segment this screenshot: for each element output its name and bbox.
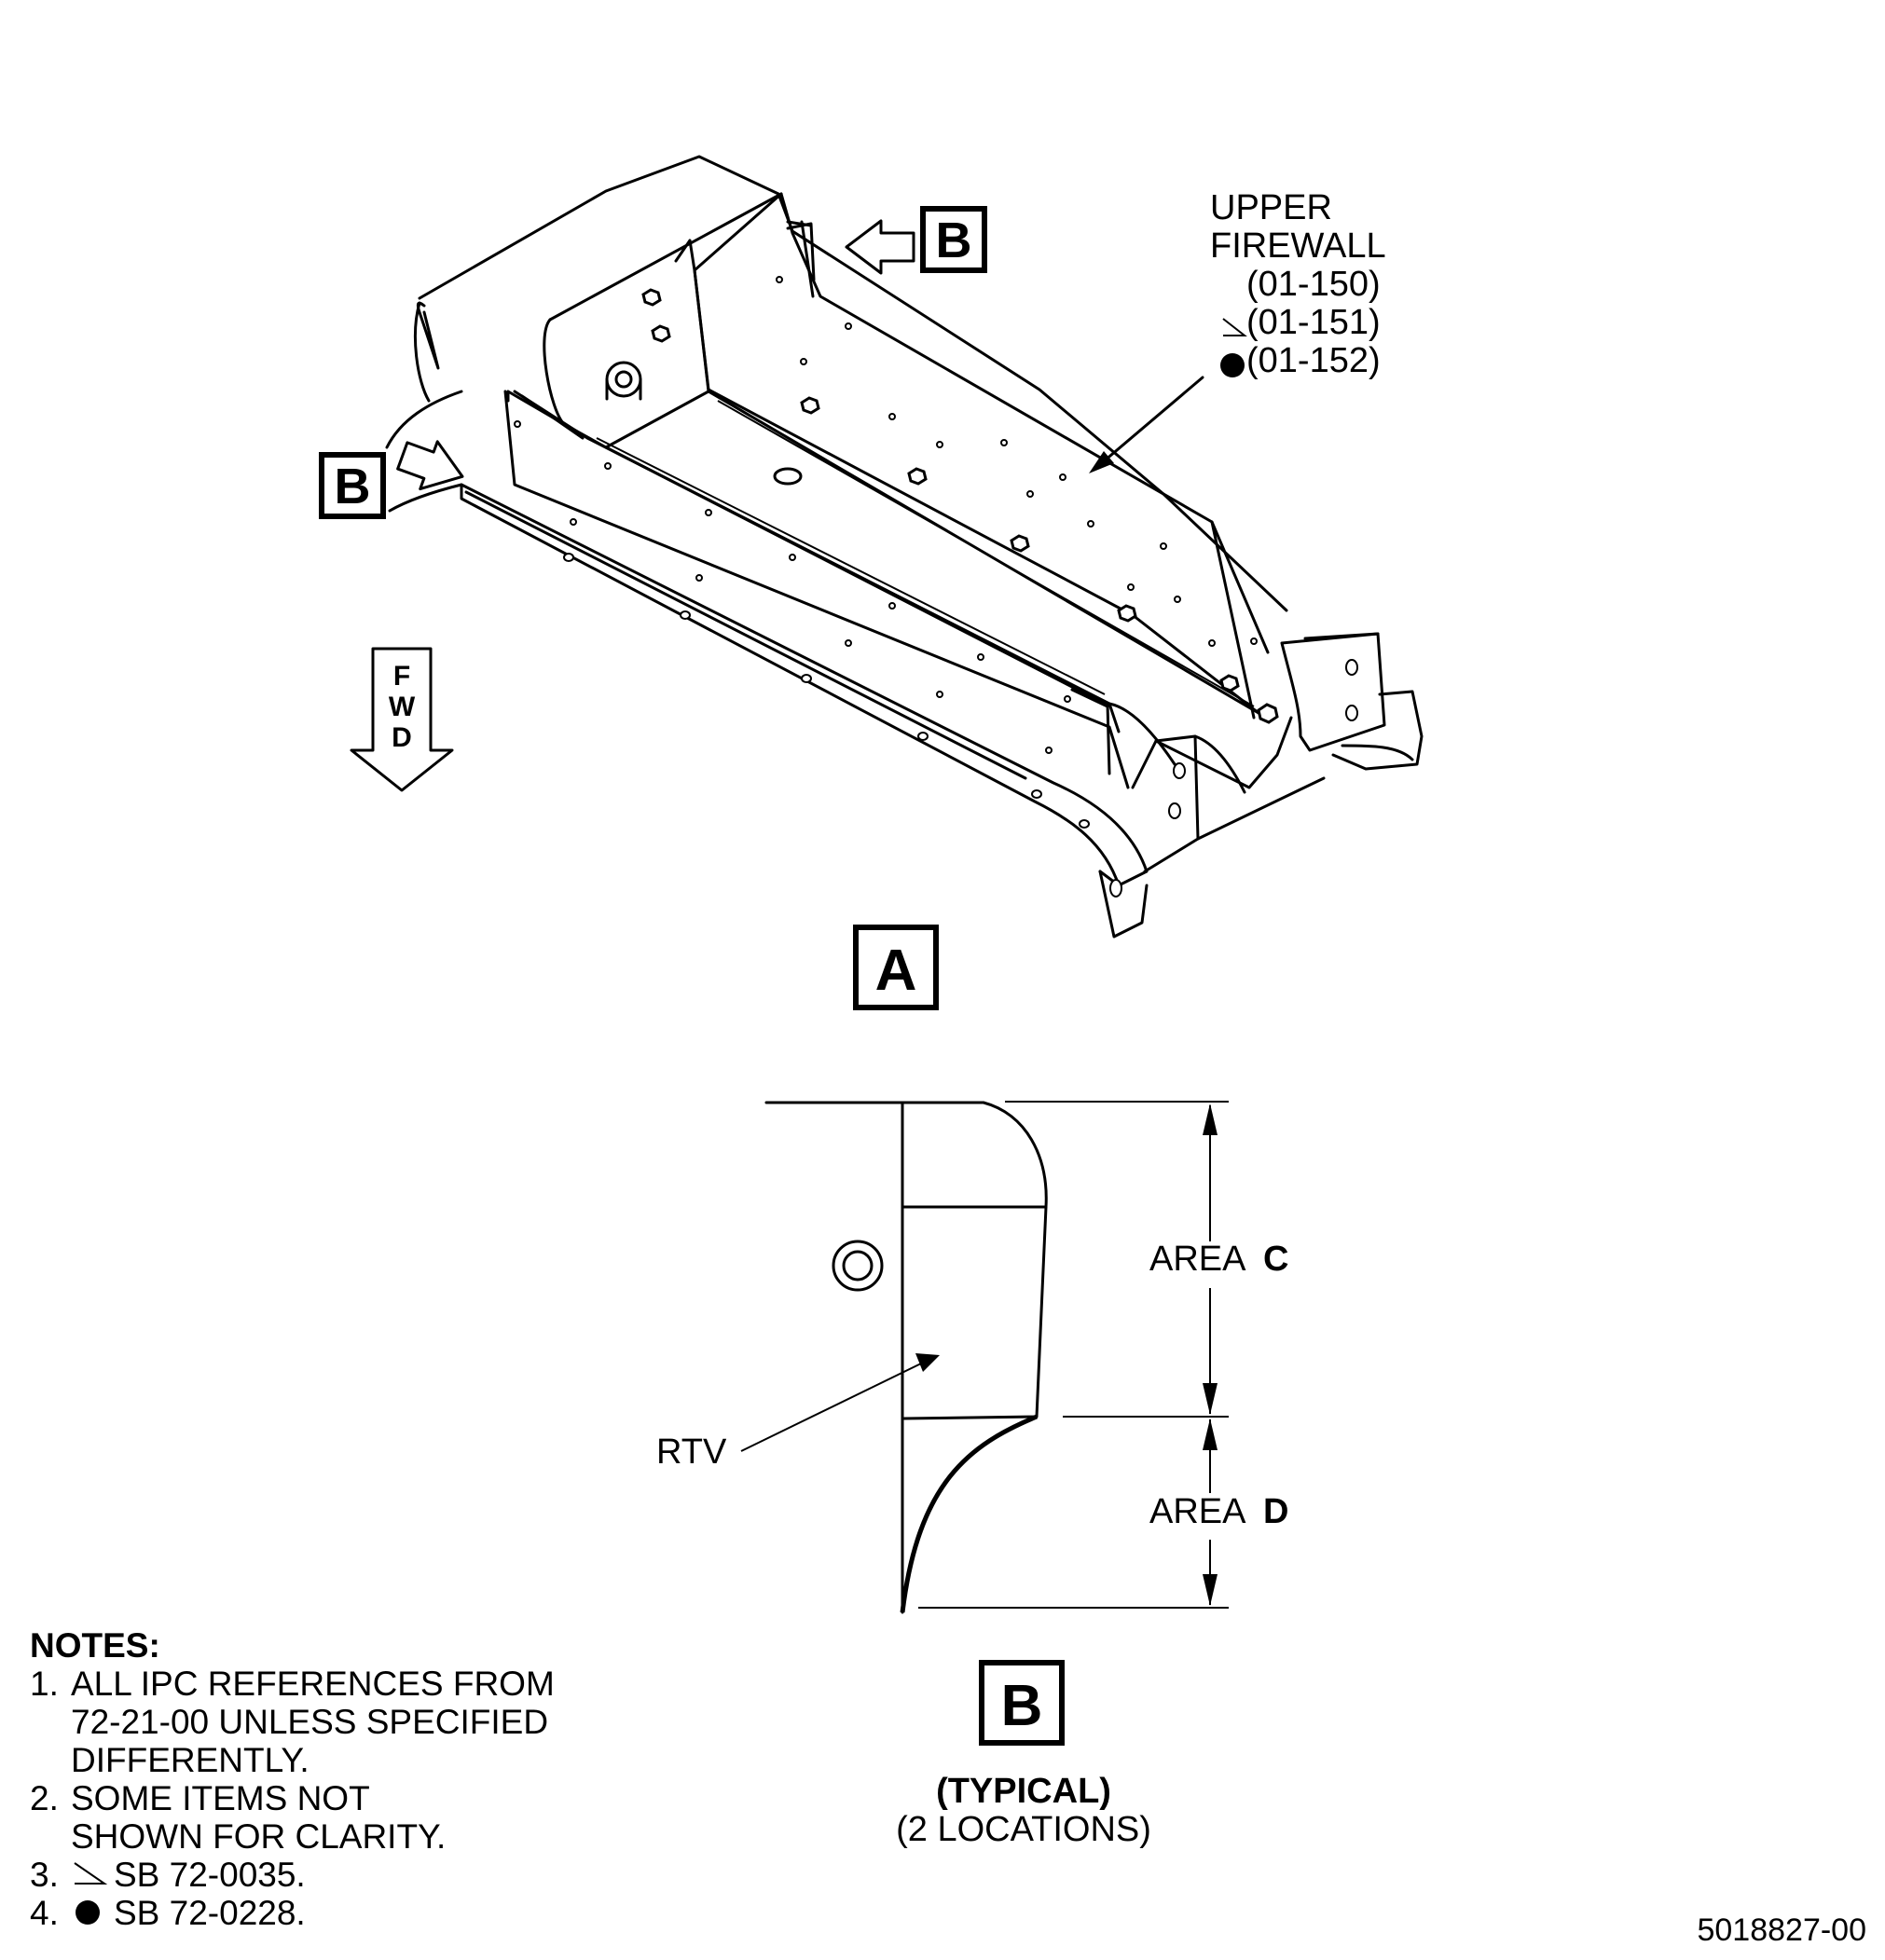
dot-effectivity-icon [1220,353,1245,377]
fwd-letter-d: D [392,722,412,753]
view-a-label: A [853,925,939,1010]
area-c-prefix: AREA [1149,1240,1246,1279]
note-item: 3. SB 72-0035. [30,1856,626,1894]
triangle-effectivity-icon [74,1862,108,1885]
note-text: ALL IPC REFERENCES FROM 72-21-00 UNLESS … [71,1665,555,1779]
note-item: 1. ALL IPC REFERENCES FROM 72-21-00 UNLE… [30,1665,626,1779]
typical-label: (TYPICAL) [936,1772,1111,1811]
callout-b-left: B [319,390,464,519]
detail-b-drawing [740,1101,1229,1614]
area-c-letter: C [1263,1240,1288,1279]
callout-b-top: B [786,206,987,281]
view-direction-arrow-icon [845,219,915,275]
firewall-assembly-drawing [414,155,1424,939]
part-number-01-151: (01-151) [1246,303,1381,342]
view-b-label: B [979,1660,1065,1746]
note-number: 4. [30,1894,59,1932]
view-direction-arrow-icon [396,440,464,491]
nut-row [641,288,1279,724]
view-b-letter: B [1001,1674,1043,1738]
part-label-line-2: FIREWALL [1210,226,1386,266]
part-number-01-150: (01-150) [1246,265,1381,304]
locations-label: (2 LOCATIONS) [896,1810,1151,1849]
view-a-letter: A [875,939,917,1003]
part-number-01-152: (01-152) [1246,341,1381,380]
notes-heading: NOTES: [30,1626,160,1665]
rtv-label: RTV [656,1432,727,1472]
note-number: 2. [30,1779,59,1817]
area-d-label: AREA D [1149,1492,1288,1531]
fwd-letter-f: F [393,661,410,692]
area-d-letter: D [1263,1492,1288,1531]
note-item: 2. SOME ITEMS NOT SHOWN FOR CLARITY. [30,1779,626,1856]
note-number: 3. [30,1856,59,1894]
dot-effectivity-icon [76,1900,100,1925]
upper-firewall-label: UPPER FIREWALL (01-150) (01-151) (01-152… [1210,188,1386,380]
note-text: SB 72-0228. [114,1894,306,1932]
note-item: 4. SB 72-0228. [30,1894,626,1932]
fwd-arrow-icon: F W D [350,647,454,792]
note-text: SOME ITEMS NOT SHOWN FOR CLARITY. [71,1779,447,1856]
area-c-label: AREA C [1149,1240,1288,1279]
triangle-effectivity-icon [1222,318,1247,336]
rivet-holes [514,276,1358,898]
drawing-number: 5018827-00 [1697,1912,1866,1948]
callout-b-top-letter: B [936,212,972,268]
note-text: SB 72-0035. [114,1856,306,1894]
fwd-letter-w: W [389,692,416,722]
part-label-line-1: UPPER [1210,188,1332,227]
note-number: 1. [30,1665,59,1703]
notes-block: NOTES: 1. ALL IPC REFERENCES FROM 72-21-… [30,1626,626,1932]
upper-firewall-leader [1089,376,1204,473]
callout-b-left-letter: B [335,459,371,514]
area-d-prefix: AREA [1149,1492,1246,1531]
